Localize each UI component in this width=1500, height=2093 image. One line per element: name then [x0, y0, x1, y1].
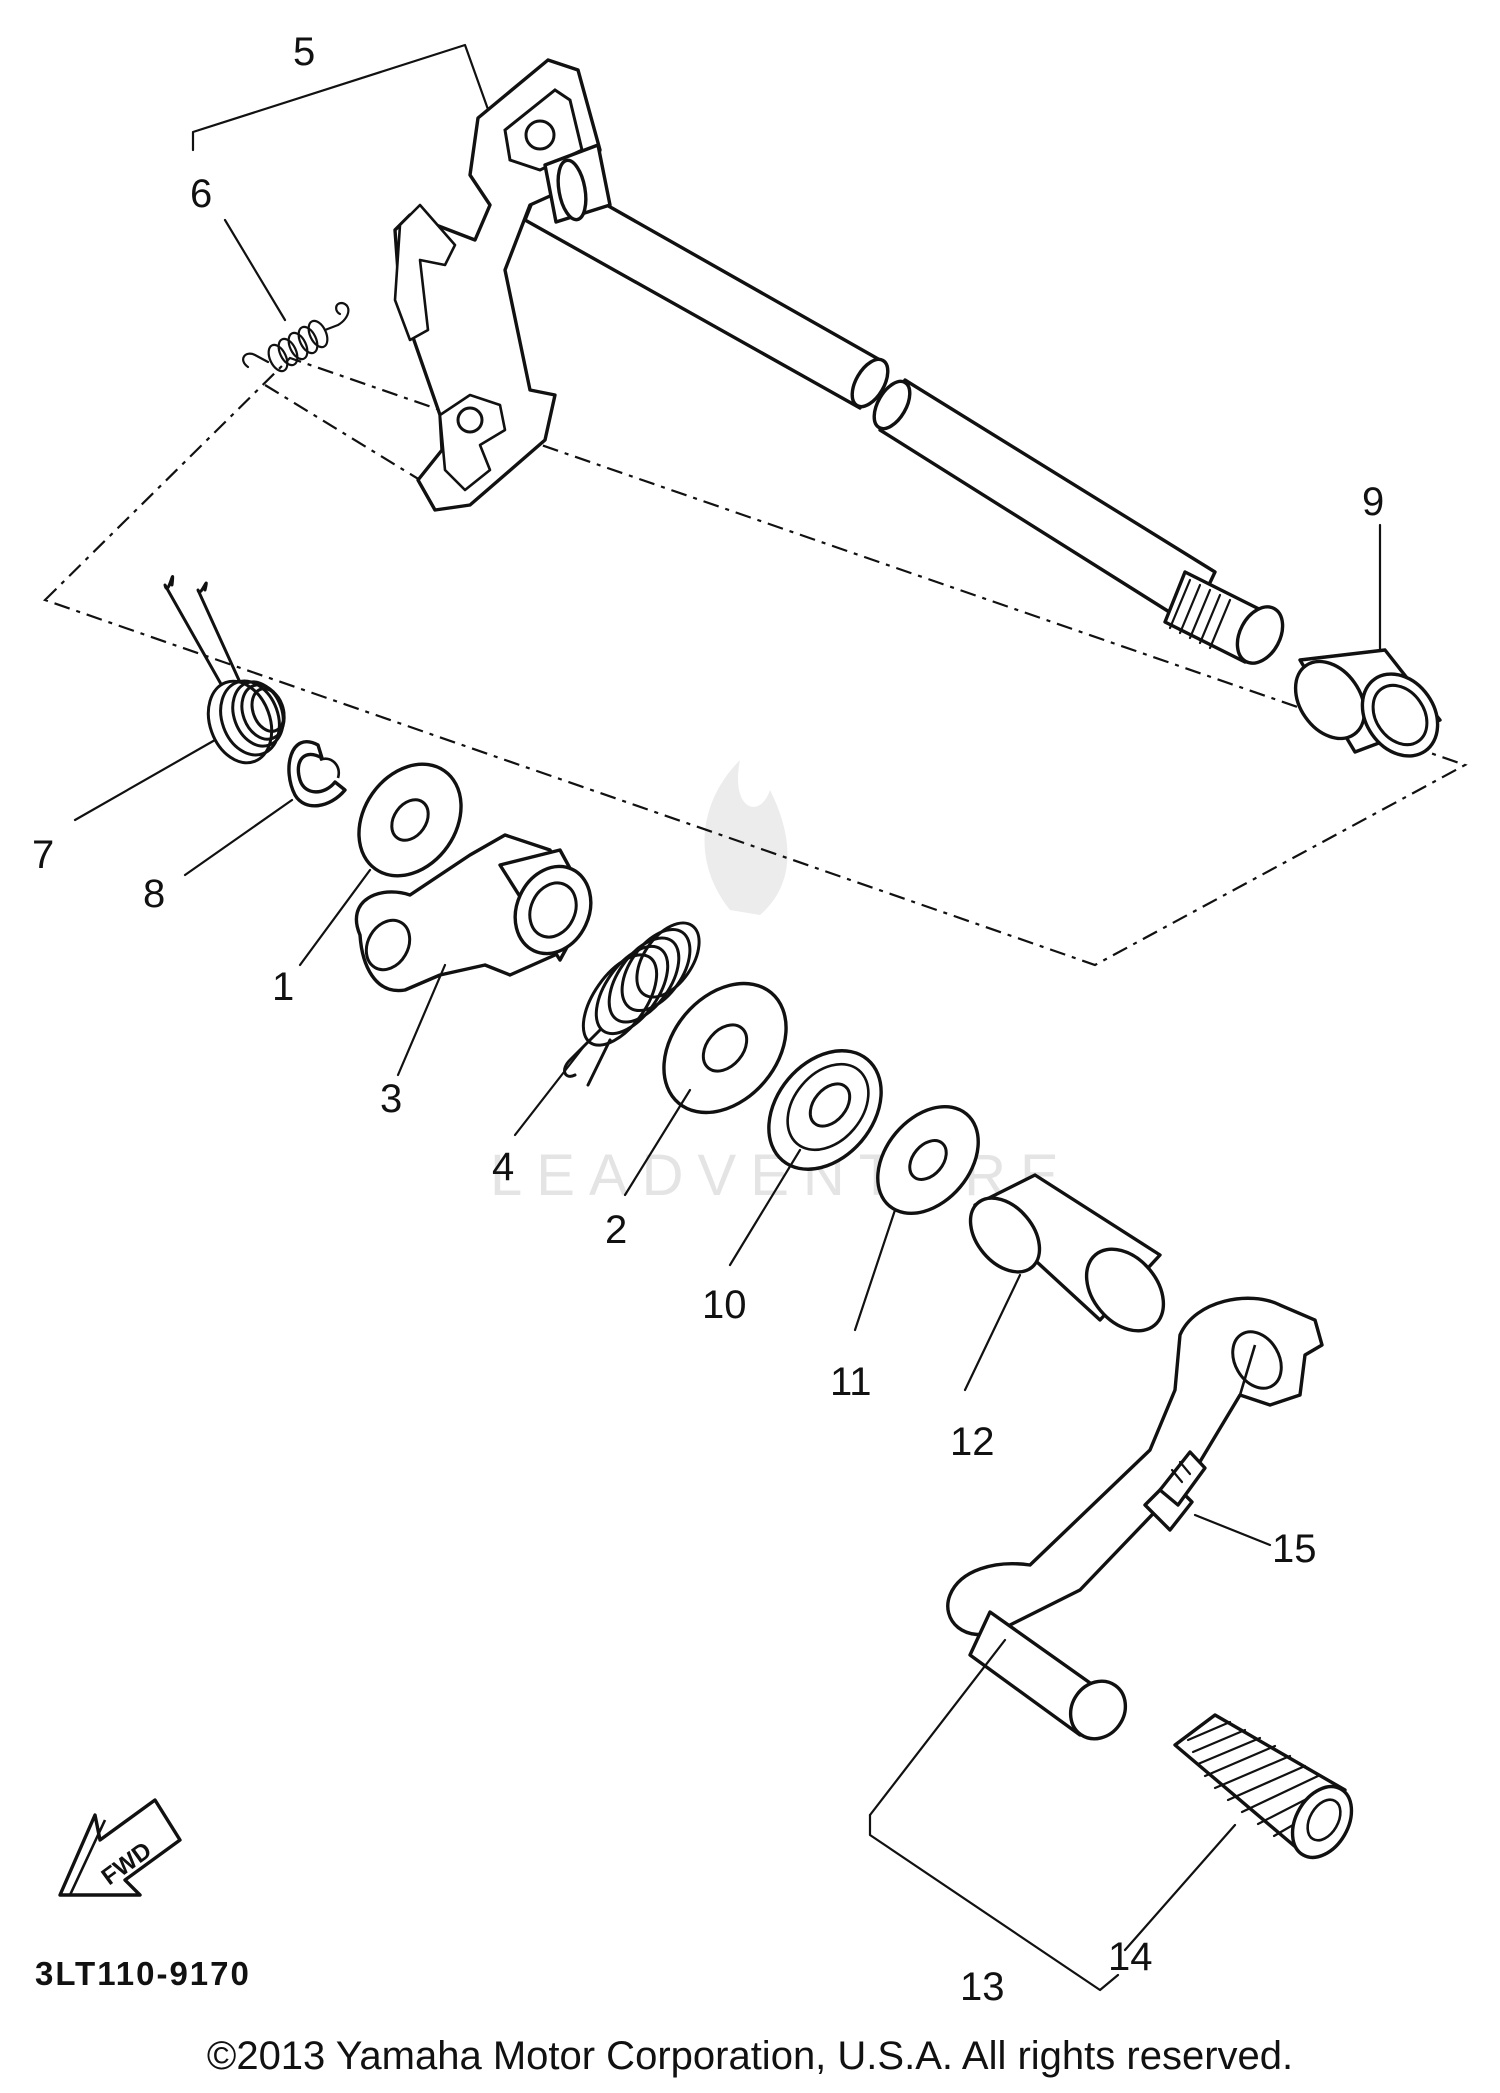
part-bushing — [1293, 648, 1442, 758]
callout-9: 9 — [1362, 480, 1384, 524]
assembly-outline — [42, 43, 1468, 1992]
callout-3: 3 — [380, 1077, 402, 1121]
callout-15: 15 — [1272, 1527, 1317, 1571]
part-shift-lever — [354, 833, 593, 993]
part-washer-11 — [876, 1104, 980, 1216]
part-tension-spring — [242, 301, 350, 373]
part-shift-pedal — [946, 1296, 1324, 1741]
leader-15 — [1193, 1513, 1272, 1547]
shift-arm-outline — [264, 384, 421, 481]
callout-5: 5 — [293, 30, 315, 74]
forward-arrow: FWD — [58, 1798, 182, 1897]
assembly-bracket-5 — [191, 43, 492, 152]
leader-10 — [728, 1148, 802, 1267]
pedal-assembly-bracket-13 — [868, 1813, 1120, 1992]
part-torsion-spring — [563, 921, 701, 1087]
leader-lines — [73, 218, 1382, 1952]
leader-1 — [298, 868, 372, 967]
shaft-assembly-outline — [42, 356, 1468, 967]
leader-6 — [223, 218, 287, 322]
copyright-notice: ©2013 Yamaha Motor Corporation, U.S.A. A… — [206, 2034, 1294, 2078]
callout-8: 8 — [143, 872, 165, 916]
callout-14: 14 — [1108, 1935, 1153, 1979]
callout-10: 10 — [702, 1283, 747, 1327]
callout-4: 4 — [492, 1145, 514, 1189]
leader-13 — [868, 1638, 1007, 1817]
leader-14 — [1123, 1823, 1237, 1952]
leader-7 — [73, 738, 217, 822]
part-washer-2 — [662, 981, 788, 1115]
callout-1: 1 — [272, 965, 294, 1009]
part-return-spring — [163, 575, 286, 765]
callout-numbers: 5 6 9 7 8 1 3 4 2 10 11 12 15 13 14 — [32, 30, 1384, 2009]
leader-3 — [396, 963, 447, 1077]
leader-4 — [513, 1043, 587, 1137]
part-footpeg-rubber — [1173, 1713, 1354, 1860]
watermark-flame-icon — [704, 760, 788, 915]
leader-2 — [623, 1088, 692, 1197]
part-bolt — [1143, 1450, 1207, 1532]
callout-11: 11 — [830, 1360, 872, 1404]
leader-8 — [183, 798, 294, 877]
leader-12 — [963, 1273, 1022, 1392]
leader-11 — [853, 1208, 897, 1332]
callout-2: 2 — [605, 1208, 627, 1252]
part-oil-seal — [767, 1049, 883, 1171]
forward-arrow-icon — [58, 1798, 182, 1897]
part-shift-shaft — [393, 58, 1285, 665]
callout-12: 12 — [950, 1420, 995, 1464]
callout-13: 13 — [960, 1965, 1005, 2009]
part-circlip — [287, 740, 347, 808]
callout-6: 6 — [190, 172, 212, 216]
diagram-code: 3LT110-9170 — [35, 1955, 251, 1992]
part-washer-1 — [357, 762, 463, 878]
part-collar — [968, 1173, 1166, 1333]
callout-7: 7 — [32, 833, 54, 877]
